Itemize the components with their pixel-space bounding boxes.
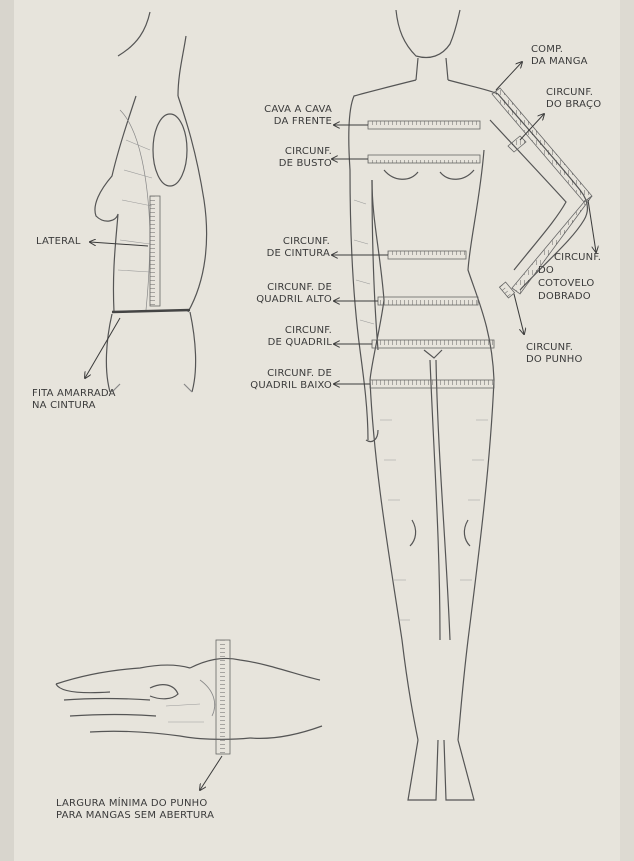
- label-circunf-cotovelo: CIRCUNF.: [554, 252, 601, 264]
- label-largura-punho: LARGURA MÍNIMA DO PUNHO PARA MANGAS SEM …: [56, 798, 214, 822]
- label-circunf-quadril-alto: CIRCUNF. DE QUADRIL ALTO: [216, 282, 332, 306]
- label-circunf-cotovelo-rest: DO COTOVELO DOBRADO: [538, 264, 595, 303]
- label-circunf-quadril: CIRCUNF. DE QUADRIL: [226, 325, 332, 349]
- label-circunf-cintura: CIRCUNF. DE CINTURA: [226, 236, 330, 260]
- label-circunf-braco: CIRCUNF. DO BRAÇO: [546, 87, 601, 111]
- label-circunf-punho: CIRCUNF. DO PUNHO: [526, 342, 583, 366]
- label-comp-manga: COMP. DA MANGA: [531, 44, 588, 68]
- label-cava-a-cava-frente: CAVA A CAVA DA FRENTE: [226, 104, 332, 128]
- wrist-tape: [216, 640, 230, 754]
- label-lateral: LATERAL: [36, 236, 81, 248]
- lateral-tape: [150, 196, 160, 306]
- label-fita-amarrada: FITA AMARRADA NA CINTURA: [32, 388, 116, 412]
- label-circunf-busto: CIRCUNF. DE BUSTO: [226, 146, 332, 170]
- label-circunf-quadril-baixo: CIRCUNF. DE QUADRIL BAIXO: [212, 368, 332, 392]
